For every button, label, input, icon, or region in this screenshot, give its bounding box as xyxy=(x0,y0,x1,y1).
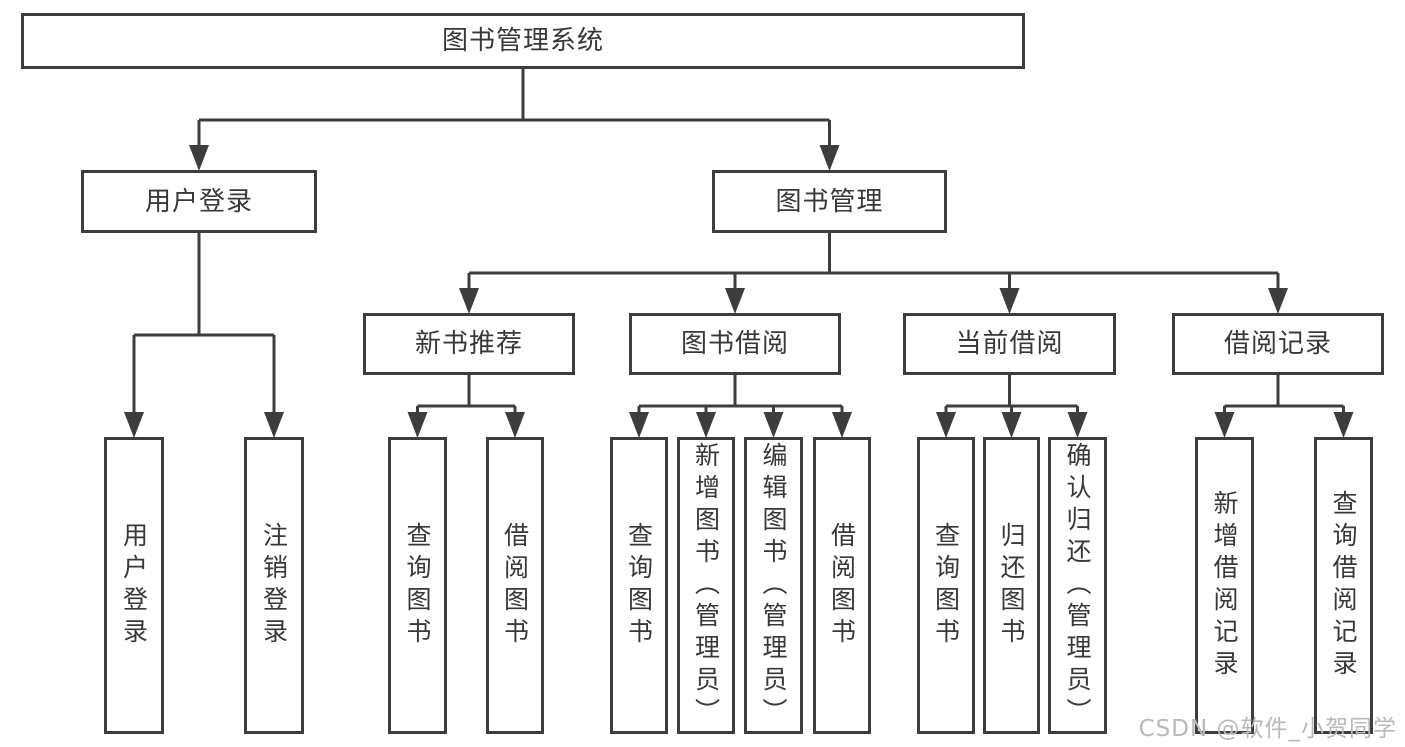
node-label: 用户登录 xyxy=(119,521,149,650)
node-label: 新书推荐 xyxy=(414,329,523,359)
node-label: 确认归还（管理员） xyxy=(1063,441,1092,730)
node-label: 归还图书 xyxy=(997,521,1026,650)
node-leaf-return-books: 归还图书 xyxy=(983,437,1040,734)
node-label: 查询图书 xyxy=(403,521,432,650)
node-leaf-query-books: 查询图书 xyxy=(388,437,447,734)
node-label: 查询借阅记录 xyxy=(1329,489,1358,682)
node-leaf-borrow-books: 借阅图书 xyxy=(813,437,871,734)
node-leaf-user-login: 用户登录 xyxy=(104,437,164,734)
node-label: 用户登录 xyxy=(144,186,253,217)
node-label: 借阅图书 xyxy=(827,521,857,650)
node-user-login: 用户登录 xyxy=(81,170,317,233)
node-label: 查询图书 xyxy=(931,521,961,650)
node-borrowing-records: 借阅记录 xyxy=(1172,313,1384,375)
node-label: 注销登录 xyxy=(259,521,289,650)
node-book-management: 图书管理 xyxy=(712,170,947,233)
node-label: 查询图书 xyxy=(624,521,654,650)
node-leaf-logout: 注销登录 xyxy=(244,437,304,734)
node-current-borrowing: 当前借阅 xyxy=(903,313,1116,375)
node-new-book-recommendation: 新书推荐 xyxy=(363,313,575,375)
node-leaf-add-books-admin: 新增图书（管理员） xyxy=(677,437,735,734)
node-label: 新增图书（管理员） xyxy=(691,441,721,730)
node-label: 图书借阅 xyxy=(680,329,789,359)
node-leaf-add-borrow-record: 新增借阅记录 xyxy=(1195,437,1254,734)
node-book-borrowing: 图书借阅 xyxy=(629,313,841,375)
node-label: 图书管理系统 xyxy=(441,26,604,56)
node-label: 图书管理 xyxy=(775,186,884,217)
node-label: 新增借阅记录 xyxy=(1210,489,1239,682)
node-leaf-query-books: 查询图书 xyxy=(917,437,975,734)
node-leaf-query-borrow-record: 查询借阅记录 xyxy=(1314,437,1373,734)
node-leaf-edit-books-admin: 编辑图书（管理员） xyxy=(744,437,803,734)
node-leaf-confirm-return-admin: 确认归还（管理员） xyxy=(1048,437,1107,734)
node-label: 借阅图书 xyxy=(500,521,530,650)
node-leaf-query-books: 查询图书 xyxy=(610,437,668,734)
node-leaf-borrow-books: 借阅图书 xyxy=(486,437,544,734)
node-label: 编辑图书（管理员） xyxy=(759,441,788,730)
node-label: 当前借阅 xyxy=(955,329,1064,359)
node-label: 借阅记录 xyxy=(1223,329,1332,359)
node-library-management-system: 图书管理系统 xyxy=(21,13,1025,69)
